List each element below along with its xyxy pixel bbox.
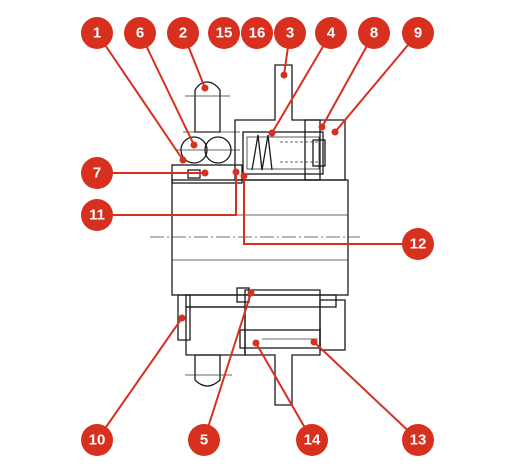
leader-line-14	[255, 342, 313, 441]
upper-end-cap	[304, 119, 346, 181]
leader-dot-1	[179, 156, 187, 164]
callout-1: 1	[81, 17, 113, 49]
callout-7-label: 7	[93, 165, 101, 182]
leader-dot-14	[252, 339, 260, 347]
callout-12-label: 12	[410, 236, 427, 253]
callout-8: 8	[358, 17, 390, 49]
leader-line-6	[139, 32, 195, 146]
spring-housing	[242, 131, 324, 175]
callout-10-label: 10	[89, 432, 106, 449]
callout-6: 6	[124, 17, 156, 49]
leader-line-5	[203, 292, 252, 441]
callout-15: 15	[208, 17, 240, 49]
callout-15-label: 15	[216, 25, 233, 42]
callout-badges: 1 6 2 15 16 3 4 8 9 7 11 12 10 5 14 13	[81, 17, 434, 456]
callout-8-label: 8	[370, 25, 378, 42]
callout-16-label: 16	[249, 25, 266, 42]
callout-11: 11	[81, 199, 113, 231]
callout-13-label: 13	[410, 432, 427, 449]
shaft	[171, 179, 349, 296]
callout-5: 5	[188, 424, 220, 456]
mechanical-drawing	[150, 64, 360, 406]
callout-3-label: 3	[286, 25, 294, 42]
leader-dot-12	[240, 172, 248, 180]
upper-flange	[234, 64, 321, 181]
leader-dot-10	[178, 314, 186, 322]
spring	[251, 134, 273, 171]
callout-12: 12	[402, 228, 434, 260]
callout-leaders	[96, 32, 419, 441]
callout-10: 10	[81, 424, 113, 456]
leader-dot-4	[268, 129, 276, 137]
leader-line-9	[334, 32, 419, 133]
callout-3: 3	[274, 17, 306, 49]
lower-end-cap	[319, 299, 346, 351]
lower-inner-race	[185, 294, 337, 308]
callout-4-label: 4	[327, 25, 336, 42]
leader-dot-8	[318, 123, 326, 131]
leader-dot-13	[310, 338, 318, 346]
upper-snap-ring	[312, 139, 326, 167]
callout-9: 9	[402, 17, 434, 49]
callout-5-label: 5	[200, 432, 208, 449]
leader-line-10	[96, 317, 183, 441]
leader-line-12	[243, 176, 418, 245]
callout-11-label: 11	[89, 207, 105, 224]
lower-sprocket	[194, 354, 221, 387]
leader-line-13	[313, 341, 419, 441]
callout-14: 14	[296, 424, 328, 456]
callout-13: 13	[402, 424, 434, 456]
leader-line-1	[96, 32, 184, 161]
leader-line-8	[321, 32, 375, 128]
callout-2-label: 2	[179, 25, 187, 42]
callout-7: 7	[81, 157, 113, 189]
callout-2: 2	[167, 17, 199, 49]
upper-sprocket	[194, 81, 221, 133]
callout-1-label: 1	[93, 25, 101, 42]
leader-dot-6	[190, 141, 198, 149]
leader-line-11	[97, 172, 237, 216]
leader-dot-11	[232, 168, 240, 176]
leader-line-4	[271, 32, 332, 134]
leader-dot-3	[280, 71, 288, 79]
leader-dot-9	[331, 128, 339, 136]
spring-cavity	[246, 136, 320, 170]
leader-dot-2	[201, 84, 209, 92]
callout-14-label: 14	[304, 432, 321, 449]
callout-4: 4	[315, 17, 347, 49]
callout-6-label: 6	[136, 25, 144, 42]
callout-16: 16	[241, 17, 273, 49]
leader-dot-7	[201, 169, 209, 177]
leader-dot-5	[247, 289, 255, 297]
lower-body	[185, 306, 246, 356]
callout-9-label: 9	[414, 25, 422, 42]
